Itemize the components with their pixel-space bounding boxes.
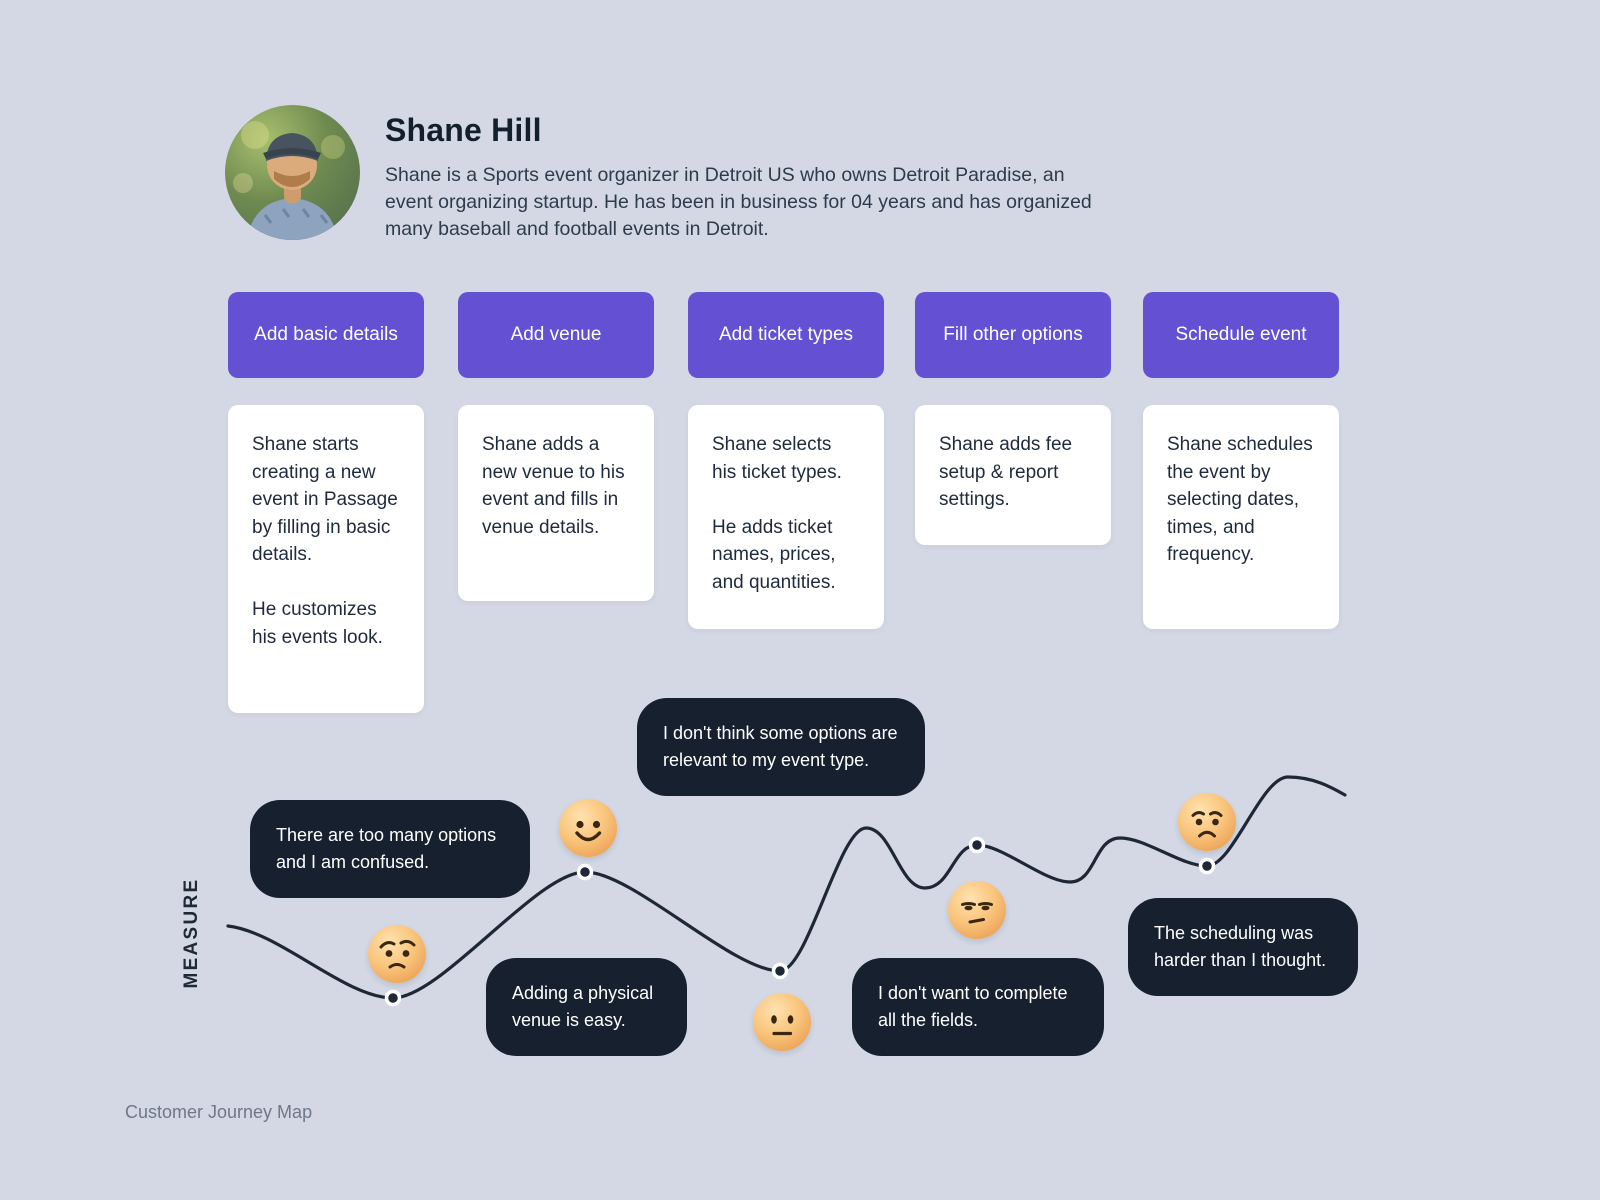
journey-point <box>771 962 789 980</box>
footer-title: Customer Journey Map <box>125 1102 313 1122</box>
quote-bubble-irrelevant-options: I don't think some options are relevant … <box>637 698 925 796</box>
happy-emoji-icon <box>559 799 617 857</box>
journey-point <box>968 836 986 854</box>
avatar-photo-placeholder <box>233 121 345 240</box>
stage-button-add-ticket-types[interactable]: Add ticket types <box>688 292 884 378</box>
sad-emoji-icon <box>1178 793 1236 851</box>
journey-point <box>1198 857 1216 875</box>
stage-card-schedule-event: Shane schedules the event by selecting d… <box>1143 405 1339 629</box>
journey-point <box>576 863 594 881</box>
worried-emoji-icon <box>368 925 426 983</box>
quote-bubble-scheduling-harder: The scheduling was harder than I thought… <box>1128 898 1358 996</box>
stage-card-add-venue: Shane adds a new venue to his event and … <box>458 405 654 601</box>
stage-button-fill-other-options[interactable]: Fill other options <box>915 292 1111 378</box>
persona-name: Shane Hill <box>385 112 542 148</box>
stage-card-fill-other-options: Shane adds fee setup & report settings. <box>915 405 1111 545</box>
stage-button-schedule-event[interactable]: Schedule event <box>1143 292 1339 378</box>
quote-bubble-too-many-options: There are too many options and I am conf… <box>250 800 530 898</box>
unamused-emoji-icon <box>948 881 1006 939</box>
neutral-emoji-icon <box>753 993 811 1051</box>
quote-bubble-complete-fields: I don't want to complete all the fields. <box>852 958 1104 1056</box>
quote-bubble-venue-easy: Adding a physical venue is easy. <box>486 958 687 1056</box>
stage-card-add-basic-details: Shane starts creating a new event in Pas… <box>228 405 424 713</box>
persona-description: Shane is a Sports event organizer in Det… <box>385 164 1092 240</box>
avatar <box>225 105 360 240</box>
measure-axis-label: MEASURE <box>181 877 202 989</box>
stage-button-add-basic-details[interactable]: Add basic details <box>228 292 424 378</box>
stage-button-add-venue[interactable]: Add venue <box>458 292 654 378</box>
stage-card-add-ticket-types: Shane selects his ticket types. He adds … <box>688 405 884 629</box>
journey-point <box>384 989 402 1007</box>
